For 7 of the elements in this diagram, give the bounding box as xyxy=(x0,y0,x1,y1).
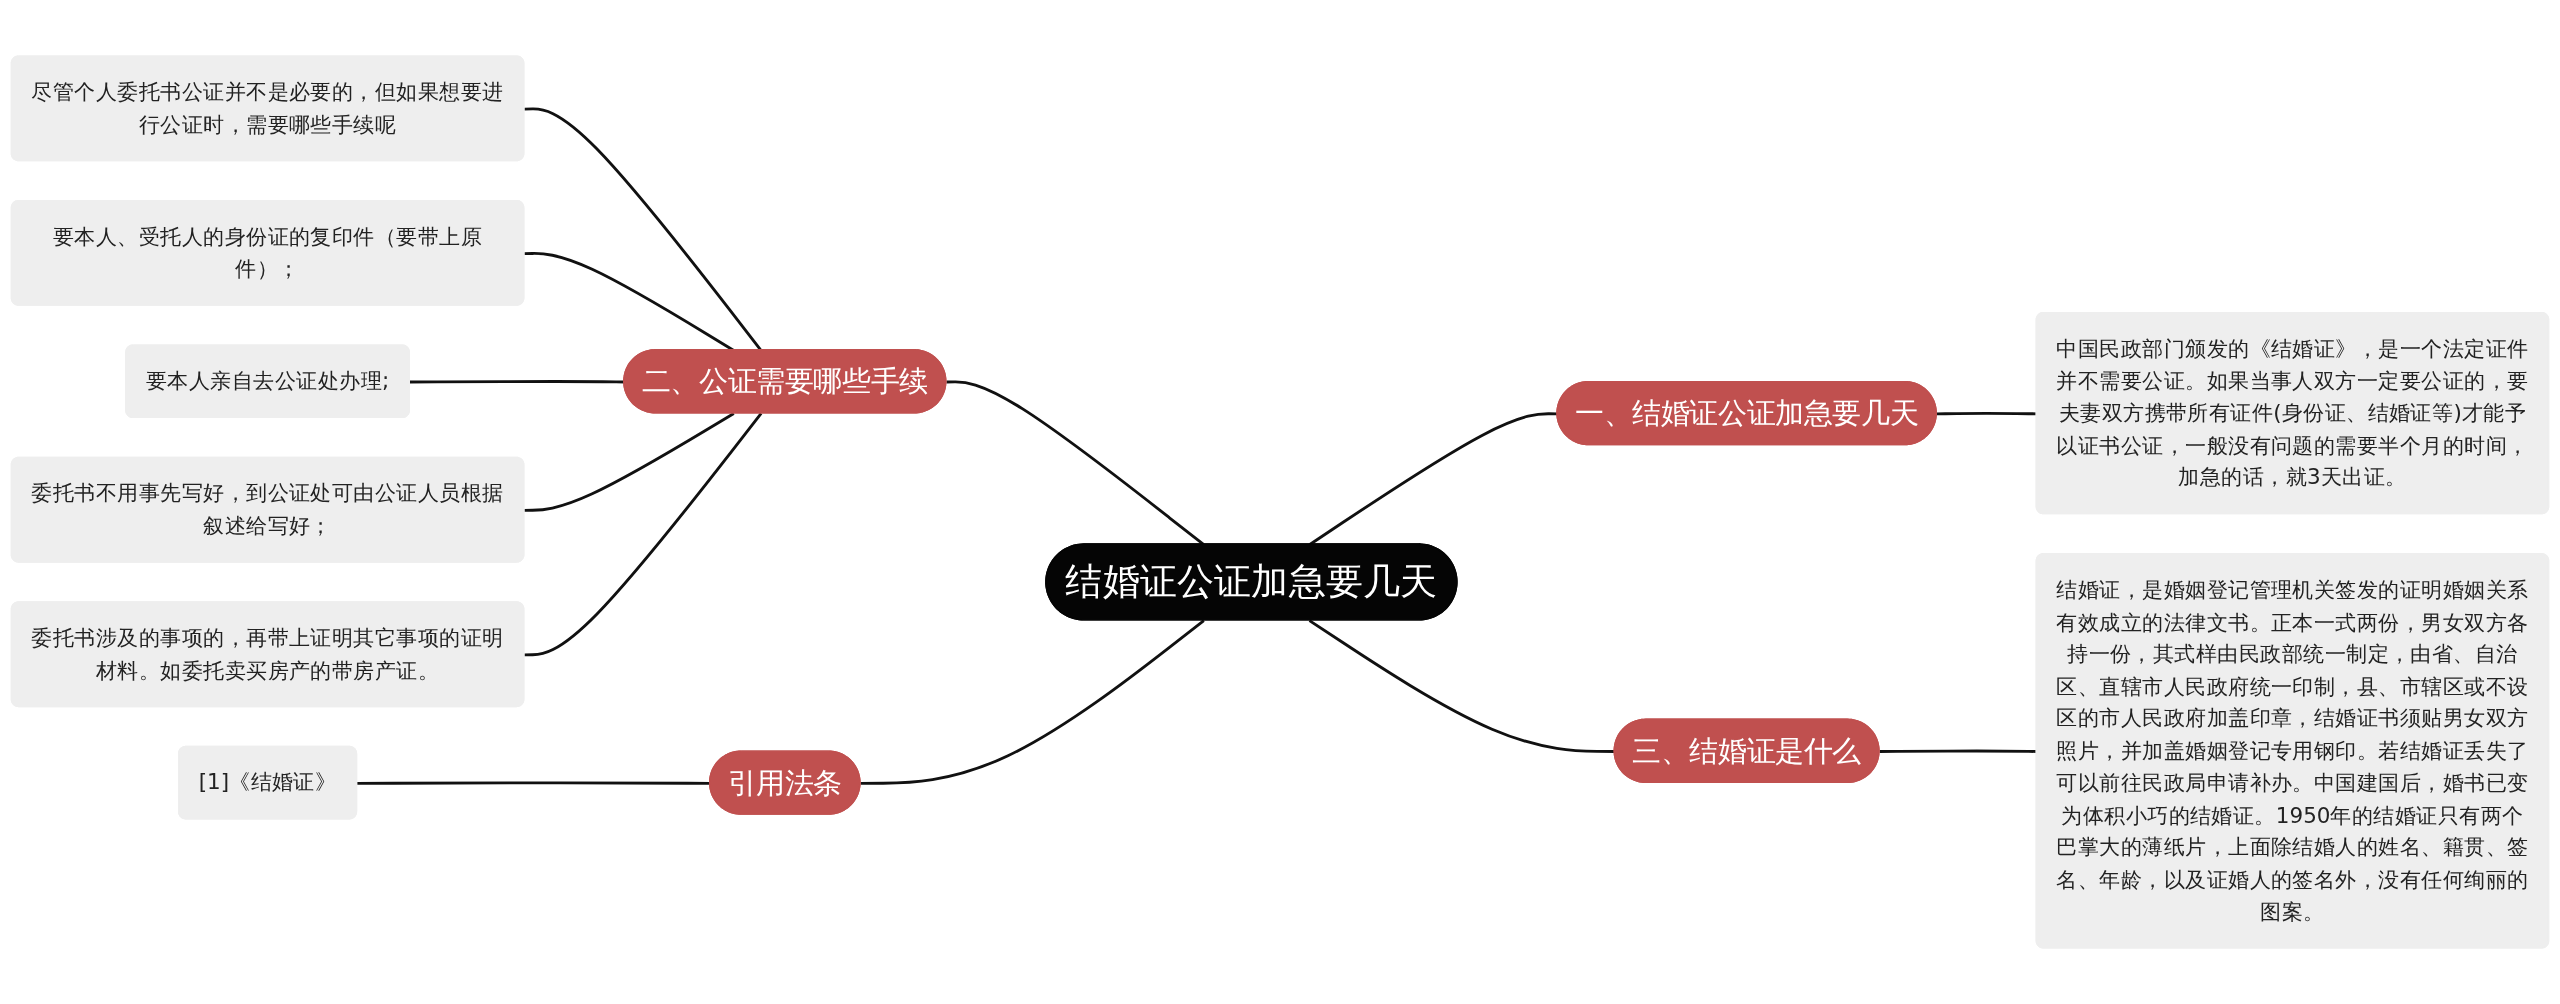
connector xyxy=(1308,619,1615,753)
connector xyxy=(860,619,1205,785)
connector xyxy=(946,380,1205,546)
connector xyxy=(524,412,735,512)
connector xyxy=(1308,412,1558,546)
connector xyxy=(524,412,763,657)
connector xyxy=(409,380,625,384)
